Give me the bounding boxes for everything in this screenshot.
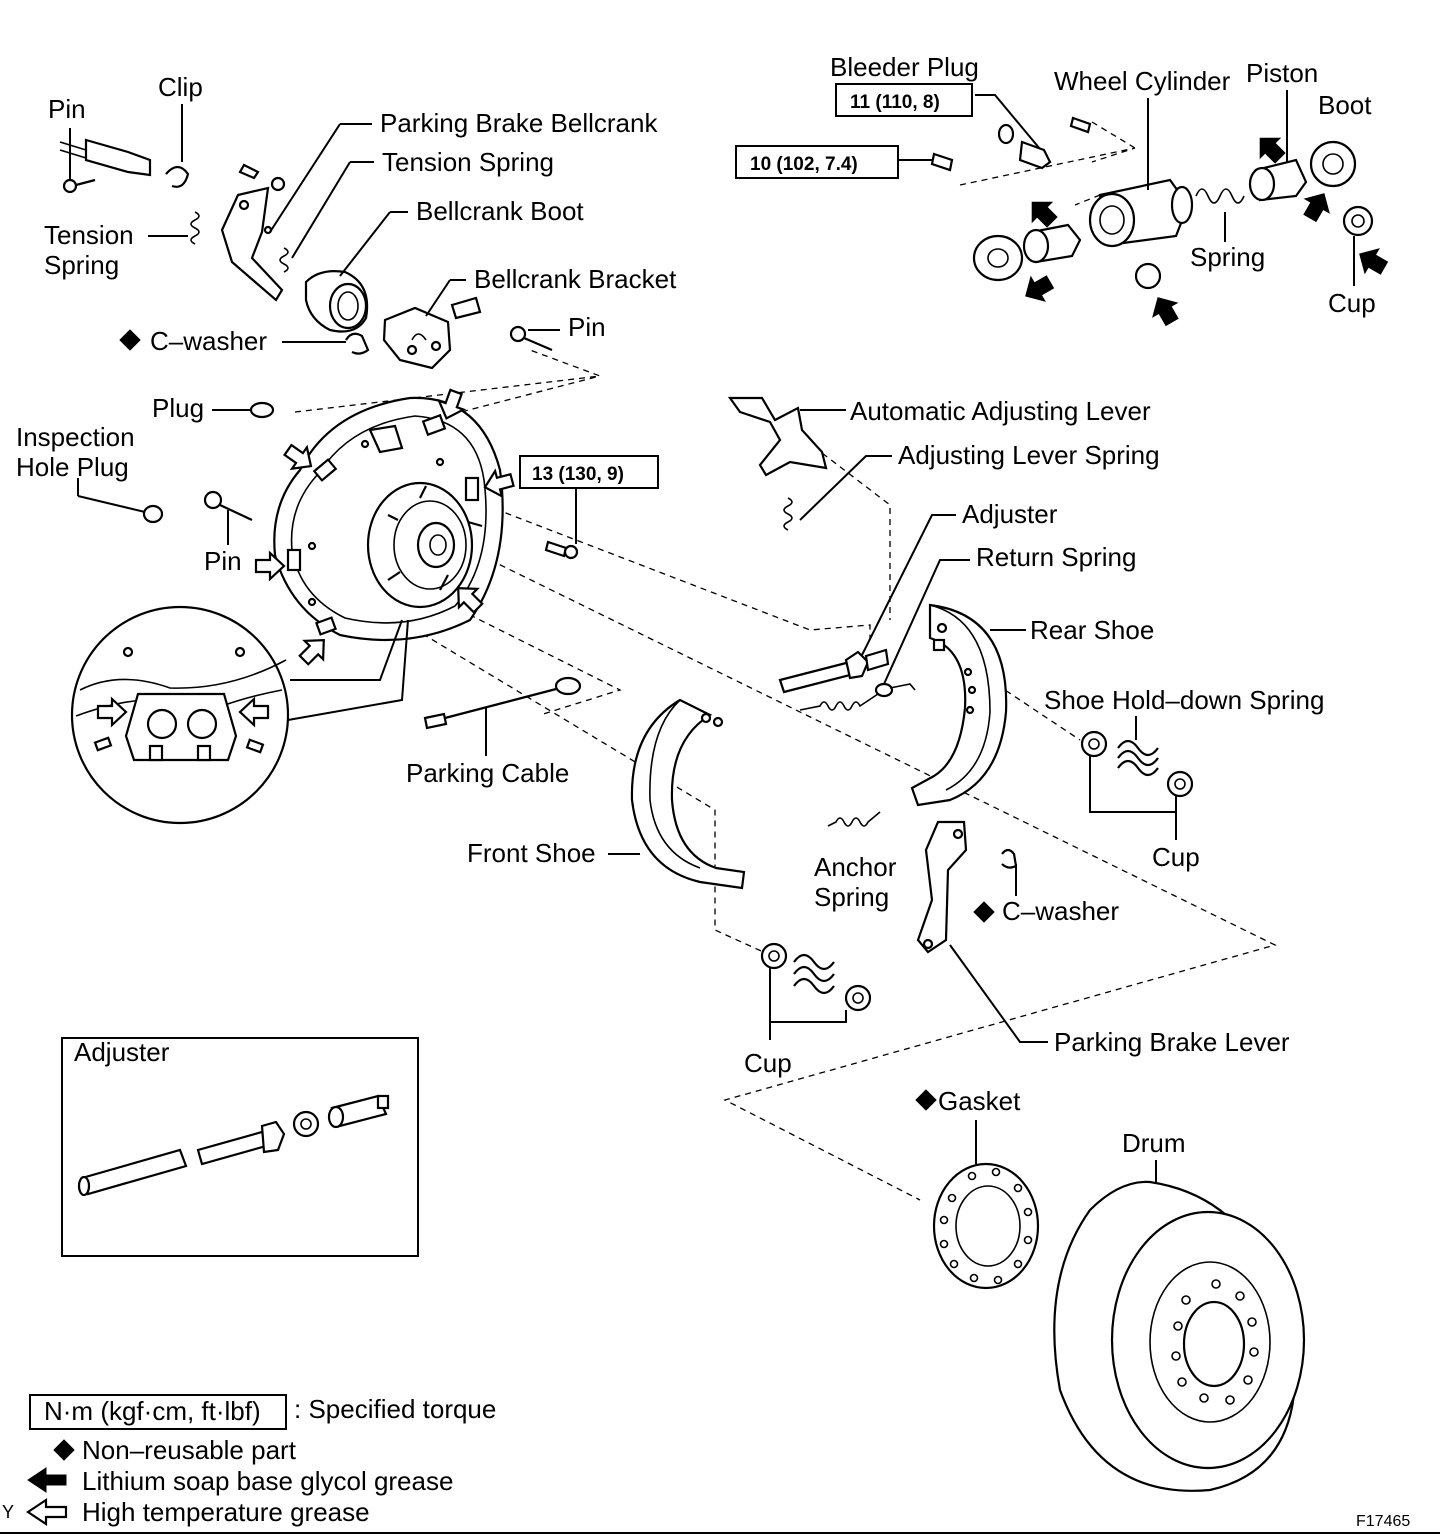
corner-mark: Y — [2, 1502, 14, 1522]
label-drum: Drum — [1122, 1128, 1186, 1158]
torque-backing-plate-text: 13 (130, 9) — [532, 464, 624, 485]
label-front-shoe: Front Shoe — [467, 838, 596, 868]
label-adjuster: Adjuster — [962, 499, 1058, 529]
adjuster-part — [778, 514, 956, 694]
label-adjuster-inset-title: Adjuster — [74, 1037, 170, 1067]
parking-cable-part — [423, 676, 582, 756]
pin-mid-part — [509, 325, 560, 352]
wheel-cylinder-assembly — [898, 90, 1374, 290]
non-reusable-marker-c-washer-bottom — [973, 901, 995, 923]
label-gasket: Gasket — [938, 1086, 1021, 1116]
torque-bleeder-text: 11 (110, 8) — [850, 92, 940, 113]
return-spring-part — [799, 559, 970, 711]
lithium-grease-arrows — [1025, 137, 1389, 327]
label-adjusting-lever-spring: Adjusting Lever Spring — [898, 440, 1160, 470]
label-return-spring: Return Spring — [976, 542, 1136, 572]
tension-spring-right-part — [279, 161, 374, 273]
label-tension-spring-left-1: Tension — [44, 220, 134, 250]
black-arrow-icon — [27, 1467, 67, 1493]
parking-brake-lever-part — [916, 820, 1048, 1043]
bellcrank-bracket-part — [382, 279, 482, 370]
pin-top-part — [62, 128, 96, 194]
legend-non-reusable: Non–reusable part — [82, 1435, 297, 1465]
label-pin-left: Pin — [204, 546, 242, 576]
label-pin-mid: Pin — [568, 312, 606, 342]
label-pin-top: Pin — [48, 94, 86, 124]
label-bellcrank-bracket: Bellcrank Bracket — [474, 264, 677, 294]
label-anchor-spring-2: Spring — [814, 882, 889, 912]
torque-cylinder-bolt-text: 10 (102, 7.4) — [750, 154, 858, 175]
label-c-washer-bottom: C–washer — [1002, 896, 1119, 926]
label-boot: Boot — [1318, 90, 1372, 120]
label-inspection-1: Inspection — [16, 422, 135, 452]
drum-part — [1053, 1160, 1306, 1492]
clip-part — [59, 104, 190, 188]
bellcrank-part — [220, 123, 372, 302]
label-shoe-hold-down-spring: Shoe Hold–down Spring — [1044, 685, 1324, 715]
gasket-part — [932, 1120, 1040, 1290]
torque-box-cylinder-bolt: 10 (102, 7.4) — [735, 145, 899, 179]
inspection-hole-plug-part — [77, 478, 164, 524]
label-rear-shoe: Rear Shoe — [1030, 615, 1154, 645]
hold-down-spring-bottom-part — [760, 942, 872, 1040]
bellcrank-boot-part — [304, 211, 408, 333]
label-parking-brake-bellcrank: Parking Brake Bellcrank — [380, 108, 658, 138]
label-wheel-cylinder: Wheel Cylinder — [1054, 66, 1231, 96]
label-parking-brake-lever: Parking Brake Lever — [1054, 1027, 1290, 1057]
label-plug: Plug — [152, 393, 204, 423]
label-spring: Spring — [1190, 242, 1265, 272]
non-reusable-marker-c-washer-top — [119, 329, 141, 351]
magnifier-inset — [70, 605, 409, 825]
label-automatic-adjusting-lever: Automatic Adjusting Lever — [850, 396, 1151, 426]
adjusting-lever-spring-part — [783, 455, 892, 531]
torque-box-backing-plate: 13 (130, 9) — [519, 455, 659, 489]
torque-box-bleeder: 11 (110, 8) — [835, 83, 973, 117]
label-cup-top: Cup — [1328, 288, 1376, 318]
label-inspection-2: Hole Plug — [16, 452, 129, 482]
non-reusable-marker-gasket — [915, 1089, 937, 1111]
figure-id: F17465 — [1356, 1513, 1410, 1530]
adjuster-inset — [61, 1037, 419, 1257]
part-labels: Pin Clip Parking Brake Bellcrank Tension… — [16, 52, 1376, 1158]
label-c-washer-top: C–washer — [150, 326, 267, 356]
label-anchor-spring-1: Anchor — [814, 852, 897, 882]
label-bleeder-plug: Bleeder Plug — [830, 52, 979, 82]
hold-down-spring-right-part — [1080, 716, 1194, 840]
anchor-spring-part — [827, 811, 881, 827]
c-washer-top-part — [282, 332, 370, 355]
plug-part — [212, 401, 275, 419]
label-bellcrank-boot: Bellcrank Boot — [416, 196, 584, 226]
front-shoe-part — [608, 698, 746, 890]
backing-plate-bolt — [544, 488, 579, 560]
label-piston: Piston — [1246, 58, 1318, 88]
label-cup-right: Cup — [1152, 842, 1200, 872]
legend-torque-desc: : Specified torque — [294, 1394, 496, 1424]
legend-high-temp: High temperature grease — [82, 1497, 370, 1527]
automatic-adjusting-lever-part — [727, 396, 846, 477]
non-reusable-diamond-icon — [53, 1439, 75, 1461]
label-cup-bottom: Cup — [744, 1048, 792, 1078]
c-washer-bottom-part — [1001, 848, 1018, 896]
tension-spring-left-part — [148, 211, 200, 245]
label-tension-spring-left-2: Spring — [44, 250, 119, 280]
label-tension-spring-right: Tension Spring — [382, 147, 554, 177]
label-parking-cable: Parking Cable — [406, 758, 569, 788]
rear-shoe-part — [910, 603, 1026, 807]
legend: N·m (kgf·cm, ft·lbf) : Specified torque … — [0, 1394, 1440, 1534]
pin-left-part — [203, 490, 253, 545]
legend-lithium: Lithium soap base glycol grease — [82, 1466, 453, 1496]
label-clip: Clip — [158, 72, 203, 102]
axle-hub — [366, 481, 483, 609]
white-arrow-icon — [26, 1497, 68, 1527]
legend-torque-unit: N·m (kgf·cm, ft·lbf) — [44, 1396, 261, 1426]
